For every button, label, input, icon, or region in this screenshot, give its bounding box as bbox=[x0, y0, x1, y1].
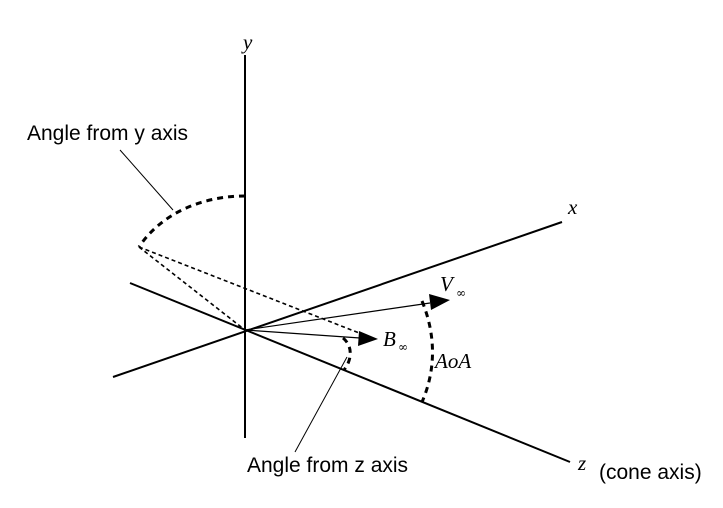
angle-from-y-label: Angle from y axis bbox=[27, 122, 188, 145]
velocity-label-subscript: ∞ bbox=[456, 286, 466, 300]
angle-from-y-arc bbox=[137, 194, 246, 248]
angle-from-z-arc bbox=[341, 336, 352, 371]
angle-of-attack-label: AoA bbox=[433, 349, 471, 373]
x-axis-label: x bbox=[567, 195, 578, 219]
angle-from-z-label: Angle from z axis bbox=[247, 454, 408, 477]
velocity-vector-line bbox=[244, 302, 431, 331]
z-axis-note: (cone axis) bbox=[599, 461, 702, 484]
b-vector-label: B bbox=[383, 327, 396, 351]
b-vector-arrowhead bbox=[358, 331, 378, 346]
angle-from-y-leader-line bbox=[119, 149, 174, 211]
angle-of-attack-arc bbox=[420, 300, 434, 403]
projection-line-to-b-vector bbox=[138, 246, 373, 339]
z-axis-line bbox=[129, 282, 571, 463]
velocity-vector-arrowhead bbox=[429, 294, 450, 310]
x-axis-line bbox=[112, 221, 563, 378]
b-vector-label-subscript: ∞ bbox=[398, 340, 408, 354]
z-axis-label: z bbox=[577, 451, 586, 475]
b-vector-line bbox=[244, 329, 361, 339]
projection-line-to-origin bbox=[138, 246, 246, 331]
angle-from-z-leader-line bbox=[294, 356, 348, 453]
velocity-label: V bbox=[440, 272, 455, 296]
y-axis-label: y bbox=[241, 30, 253, 54]
